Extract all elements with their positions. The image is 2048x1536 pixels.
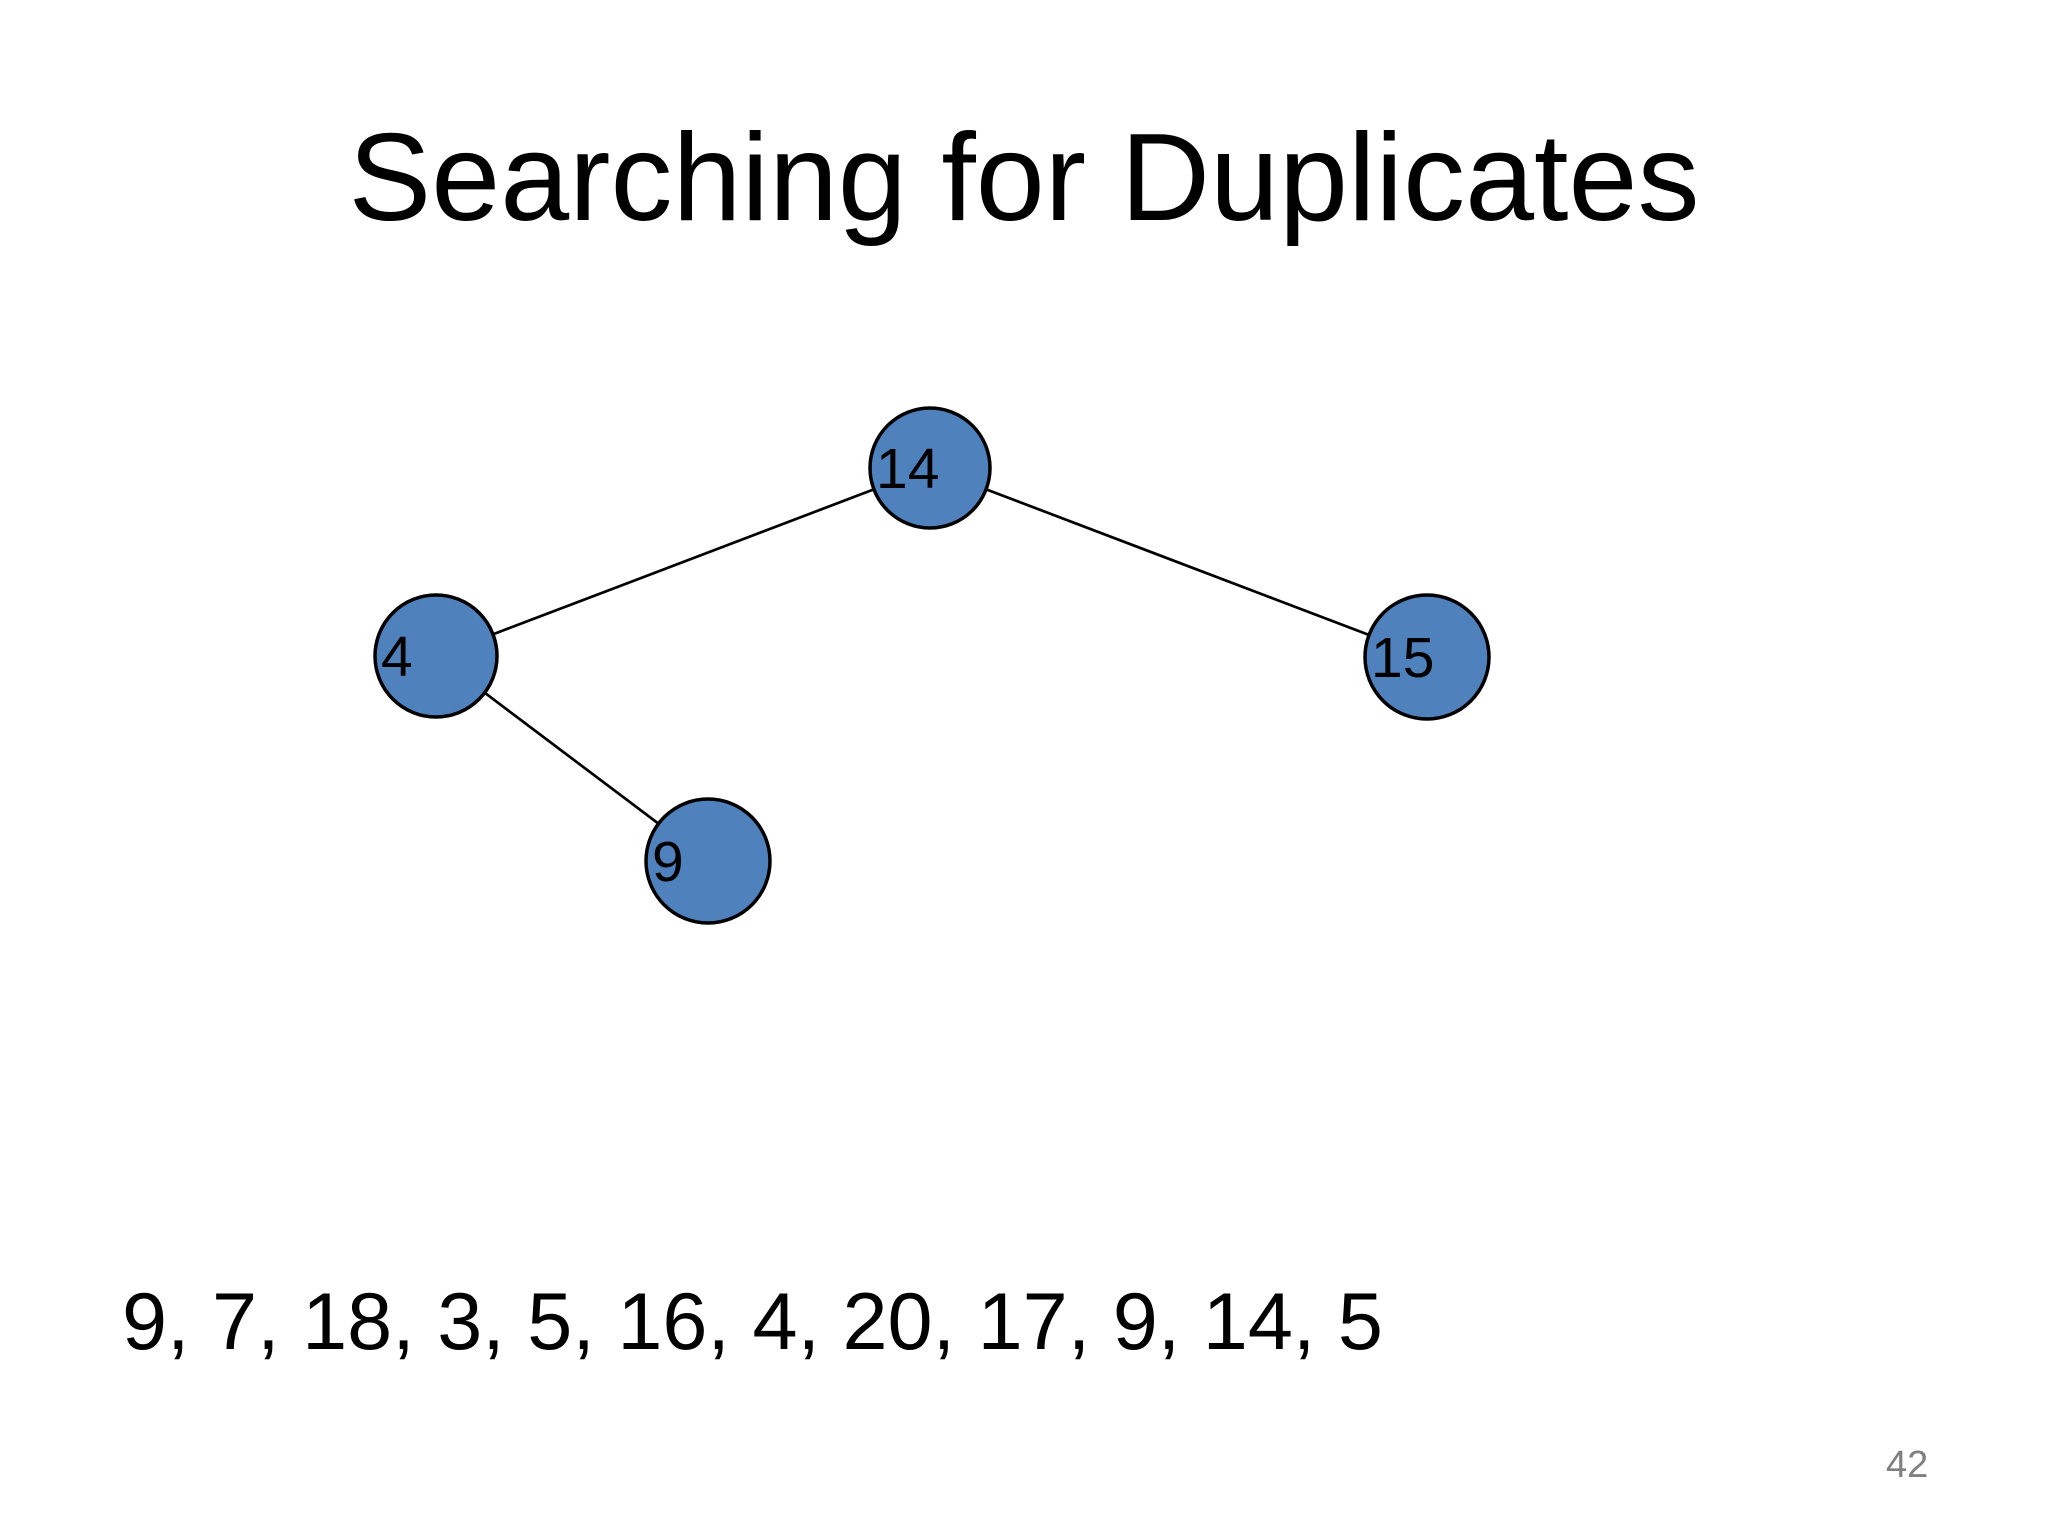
tree-node-4 bbox=[373, 593, 499, 719]
tree-node-label-4: 4 bbox=[381, 625, 413, 689]
tree-node-label-9: 9 bbox=[652, 830, 684, 894]
tree-node-label-15: 15 bbox=[1371, 626, 1434, 690]
tree-node-15 bbox=[1363, 593, 1491, 721]
slide-title: Searching for Duplicates bbox=[348, 109, 1700, 247]
tree-node-14 bbox=[868, 406, 992, 530]
tree-node-9 bbox=[644, 797, 772, 925]
input-sequence: 9, 7, 18, 3, 5, 16, 4, 20, 17, 9, 14, 5 bbox=[122, 1277, 1383, 1367]
tree-edge-14-15 bbox=[929, 466, 1428, 659]
slide-page-number: 42 bbox=[1886, 1444, 1929, 1486]
tree-edge-14-4 bbox=[435, 466, 931, 658]
tree-node-label-14: 14 bbox=[876, 437, 939, 501]
